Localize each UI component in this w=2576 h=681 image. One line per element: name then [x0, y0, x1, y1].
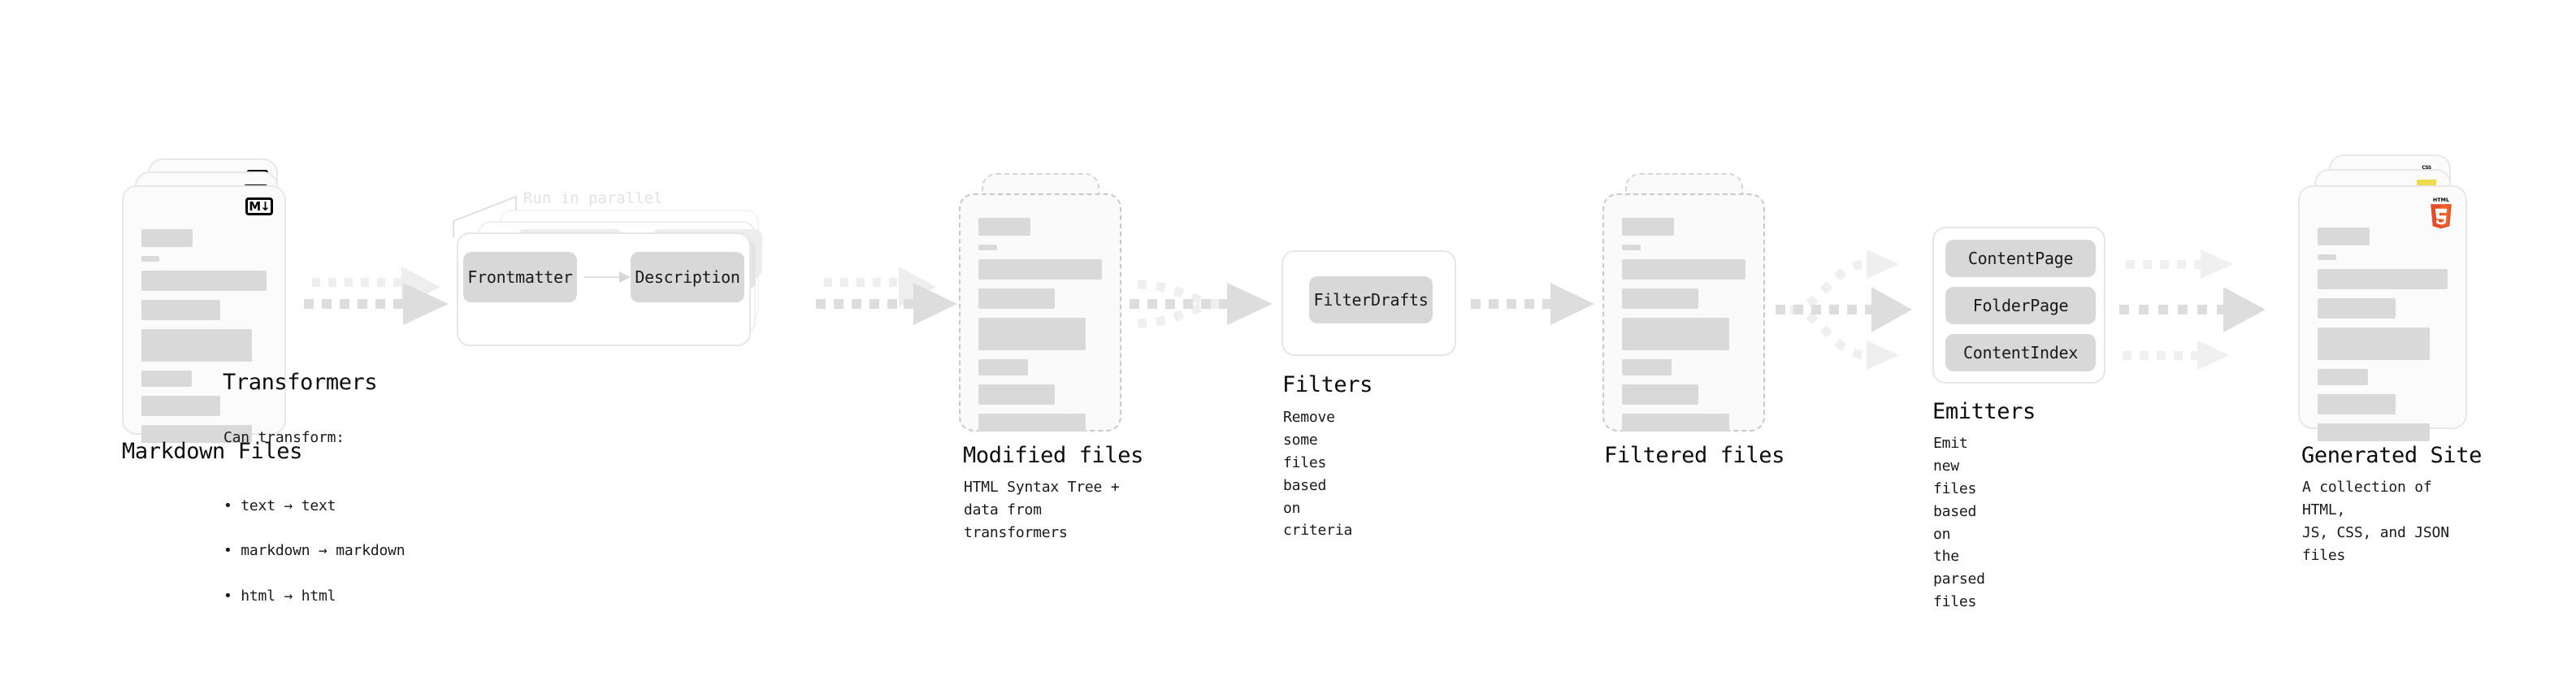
stage-title-emitters: Emitters: [1932, 399, 2036, 424]
skeleton-bar: [141, 425, 252, 443]
stage-title-modified-files: Modified files: [963, 443, 1143, 468]
markdown-card-front: M↓: [122, 185, 286, 443]
skeleton-bar: [2318, 228, 2370, 245]
generated-site-file-stack: CSS HTML: [2298, 154, 2473, 441]
connector-filters-to-filtered: [1471, 283, 1594, 325]
stage-title-transformers: Transformers: [223, 370, 378, 395]
markdown-file-stack: M↓ M↓ M↓: [122, 158, 293, 443]
generated-skeleton: [2318, 228, 2448, 441]
connector-modified-to-filters: [1130, 280, 1273, 328]
stage-modified-files: Modified files HTML Syntax Tree + data f…: [959, 173, 1143, 541]
skeleton-bar: [141, 271, 267, 291]
skeleton-bar: [978, 414, 1086, 432]
skeleton-bar: [978, 259, 1102, 280]
transformer-chip-frontmatter[interactable]: Frontmatter: [463, 252, 577, 302]
skeleton-bar: [141, 256, 159, 262]
skeleton-bar: [978, 288, 1056, 309]
stage-subtitle-transformers: Can transform: text → text markdown → ma…: [223, 404, 405, 653]
filter-chip-filterdrafts[interactable]: FilterDrafts: [1309, 276, 1433, 323]
skeleton-bar: [1622, 318, 1730, 350]
skeleton-bar: [1622, 384, 1699, 405]
skeleton-bar: [2318, 298, 2396, 319]
stage-filtered-files: Filtered files: [1602, 173, 1785, 468]
skeleton-bar: [978, 318, 1086, 350]
filtered-card-front: [1602, 193, 1765, 432]
modified-file-stack: [959, 173, 1121, 437]
emitter-chip-contentindex[interactable]: ContentIndex: [1945, 334, 2096, 371]
skeleton-bar: [1622, 414, 1730, 432]
html5-icon: HTML: [2431, 197, 2452, 229]
skeleton-bar: [978, 218, 1030, 236]
svg-text:HTML: HTML: [2433, 197, 2449, 203]
skeleton-bar: [1622, 359, 1672, 375]
skeleton-bar: [1622, 218, 1674, 236]
stage-subtitle-emitters: Emit new files based on the parsed files: [1933, 435, 1985, 611]
emitter-chip-folderpage[interactable]: FolderPage: [1945, 287, 2096, 324]
skeleton-bar: [2318, 327, 2430, 360]
connector-markdown-to-transformers: [304, 267, 449, 325]
skeleton-bar: [2318, 394, 2396, 414]
skeleton-bar: [2318, 269, 2448, 289]
skeleton-bar: [1622, 245, 1641, 250]
emitter-chip-contentpage[interactable]: ContentPage: [1945, 240, 2096, 277]
run-in-parallel-label: Run in parallel: [523, 189, 663, 207]
transform-rule: text → text: [223, 495, 405, 518]
modified-skeleton: [978, 218, 1102, 432]
generated-card-html: HTML: [2298, 185, 2467, 441]
stage-title-filters: Filters: [1282, 372, 1373, 397]
filtered-skeleton: [1622, 218, 1746, 432]
skeleton-bar: [978, 384, 1056, 405]
skeleton-bar: [978, 359, 1028, 375]
transformer-inner-arrow: [583, 271, 631, 283]
run-in-parallel-bracket: [453, 195, 517, 237]
transform-rule: html → html: [223, 585, 405, 608]
skeleton-bar: [141, 396, 221, 416]
stage-markdown-files: M↓ M↓ M↓: [122, 158, 302, 464]
connector-transformers-to-modified: [816, 267, 957, 325]
stage-generated-site: CSS HTML: [2298, 154, 2482, 564]
stage-subtitle-filters: Remove some files based on criteria: [1283, 409, 1353, 540]
skeleton-bar: [1622, 259, 1746, 280]
skeleton-bar: [2318, 254, 2336, 260]
markdown-skeleton: [141, 229, 267, 443]
transform-rule: markdown → markdown: [223, 540, 405, 562]
transformer-chip-description[interactable]: Description: [631, 252, 744, 302]
transformers-subtitle-lead: Can transform:: [223, 428, 345, 446]
skeleton-bar: [2318, 369, 2369, 385]
skeleton-bar: [141, 229, 193, 247]
skeleton-bar: [141, 371, 192, 387]
filtered-file-stack: [1602, 173, 1765, 437]
stage-title-markdown-files: Markdown Files: [122, 439, 302, 464]
skeleton-bar: [2318, 423, 2430, 441]
stage-subtitle-modified-files: HTML Syntax Tree + data from transformer…: [964, 479, 1120, 541]
connector-filtered-to-emitters: [1776, 249, 1912, 370]
skeleton-bar: [1622, 288, 1699, 309]
filters-frame: FilterDrafts: [1281, 250, 1456, 356]
skeleton-bar: [141, 329, 252, 362]
transformers-subtitle-list: text → text markdown → markdown html → h…: [223, 472, 405, 631]
connector-emitters-to-site: [2119, 249, 2266, 370]
stage-title-generated-site: Generated Site: [2301, 443, 2482, 468]
modified-card-front: [959, 193, 1121, 432]
skeleton-bar: [978, 245, 997, 250]
emitters-frame: ContentPage FolderPage ContentIndex: [1932, 227, 2105, 384]
markdown-icon: M↓: [245, 197, 273, 215]
stage-title-filtered-files: Filtered files: [1604, 443, 1785, 468]
skeleton-bar: [141, 300, 221, 320]
stage-subtitle-generated-site: A collection of HTML, JS, CSS, and JSON …: [2302, 479, 2449, 564]
